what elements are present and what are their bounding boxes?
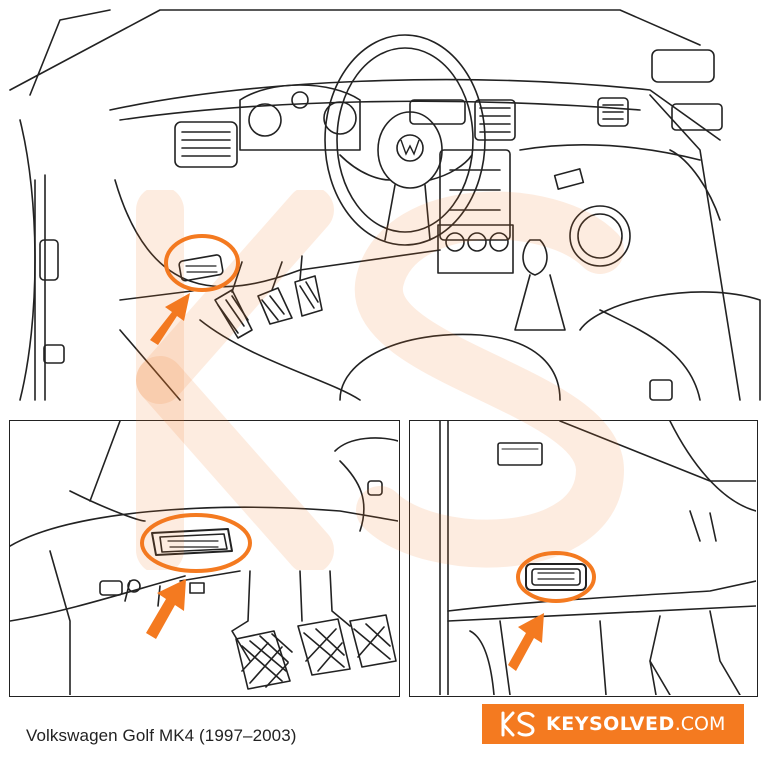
obd-highlight-circle	[164, 234, 240, 292]
arrow-icon	[146, 579, 186, 639]
brand-tld: .COM	[674, 713, 726, 735]
obd-highlight-circle	[516, 551, 596, 603]
interior-overview-panel	[9, 9, 761, 401]
interior-overview-illustration	[9, 9, 761, 401]
vw-logo-icon	[396, 134, 424, 162]
obd-highlight-circle	[140, 513, 252, 573]
under-dash-detail-illustration	[439, 421, 756, 695]
driver-side-detail-illustration	[10, 421, 398, 695]
arrow-icon	[508, 613, 544, 671]
brand-name: KEYSOLVED	[546, 713, 675, 735]
vehicle-caption: Volkswagen Golf MK4 (1997–2003)	[26, 726, 297, 745]
arrow-icon	[150, 293, 190, 345]
brand-banner: KEYSOLVED.COM	[482, 704, 744, 744]
driver-side-detail-panel	[9, 420, 400, 697]
brand-logo-icon	[501, 711, 535, 737]
under-dash-detail-panel	[409, 420, 758, 697]
